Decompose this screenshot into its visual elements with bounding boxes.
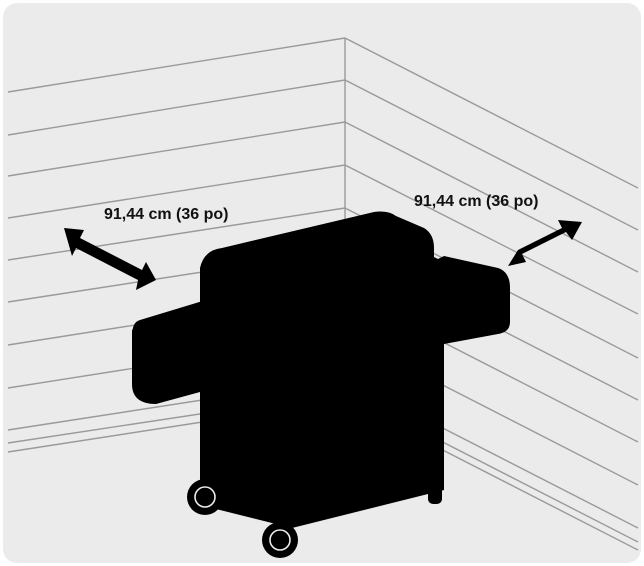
left-wall-line [7, 121, 346, 177]
right-wall-line [344, 37, 639, 189]
left-clearance-label: 91,44 cm (36 po) [104, 206, 229, 223]
left-shelf-lip [132, 308, 206, 340]
right-clearance-arrow [508, 220, 582, 266]
grill-cart-body [200, 256, 444, 528]
right-wall-line [344, 121, 639, 273]
right-clearance-label: 91,44 cm (36 po) [414, 193, 539, 210]
left-clearance-arrow [64, 228, 156, 290]
left-wall-line [7, 79, 346, 136]
right-caster [428, 484, 442, 504]
left-wheel-rim [194, 486, 216, 508]
left-wheel [187, 479, 223, 515]
grill-silhouette-icon [132, 211, 510, 558]
left-wall-line [7, 37, 346, 93]
left-wall-line [7, 207, 346, 261]
double-headed-arrow-icon [508, 220, 582, 266]
right-wall-line [344, 164, 639, 315]
left-wall-line [7, 164, 346, 219]
front-wheel-rim [269, 529, 291, 551]
right-wall-line [344, 79, 639, 231]
right-side-shelf [432, 256, 510, 344]
front-wheel [262, 522, 298, 558]
wheel-rims [194, 486, 291, 551]
double-headed-arrow-icon [64, 228, 156, 290]
